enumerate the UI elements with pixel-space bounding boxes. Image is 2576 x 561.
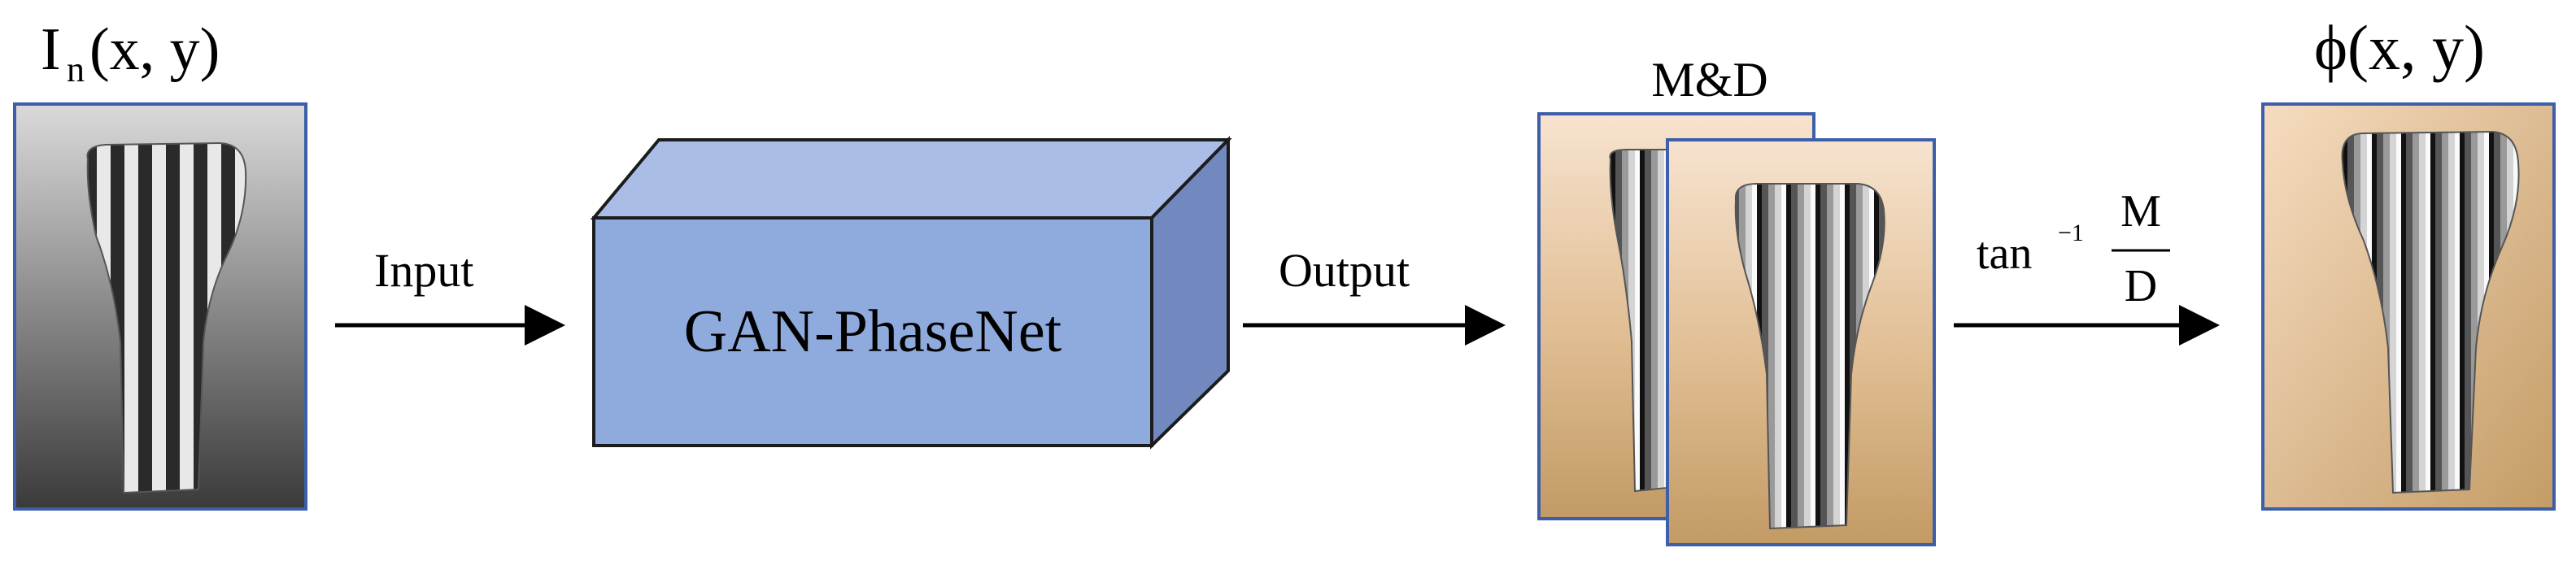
input-fringe-image — [13, 102, 307, 511]
formula-numerator: M — [2121, 186, 2161, 237]
input-title-main: I — [41, 16, 61, 83]
input-title-sub: n — [67, 50, 85, 89]
output-arrow-label: Output — [1279, 244, 1410, 297]
formula-func: tan — [1977, 228, 2032, 279]
wrapped-phase-image — [2261, 102, 2556, 511]
input-arrow-label: Input — [374, 244, 473, 297]
network-label: GAN-PhaseNet — [684, 298, 1062, 365]
gan-phasenet-block — [590, 136, 1232, 450]
d-fringe-image — [1666, 138, 1936, 546]
result-title: ϕ(x, y) — [2314, 12, 2485, 83]
md-title: M&D — [1651, 53, 1767, 107]
formula-exp: −1 — [2058, 220, 2084, 246]
formula-denominator: D — [2125, 261, 2157, 311]
input-title-args: (x, y) — [89, 16, 220, 83]
